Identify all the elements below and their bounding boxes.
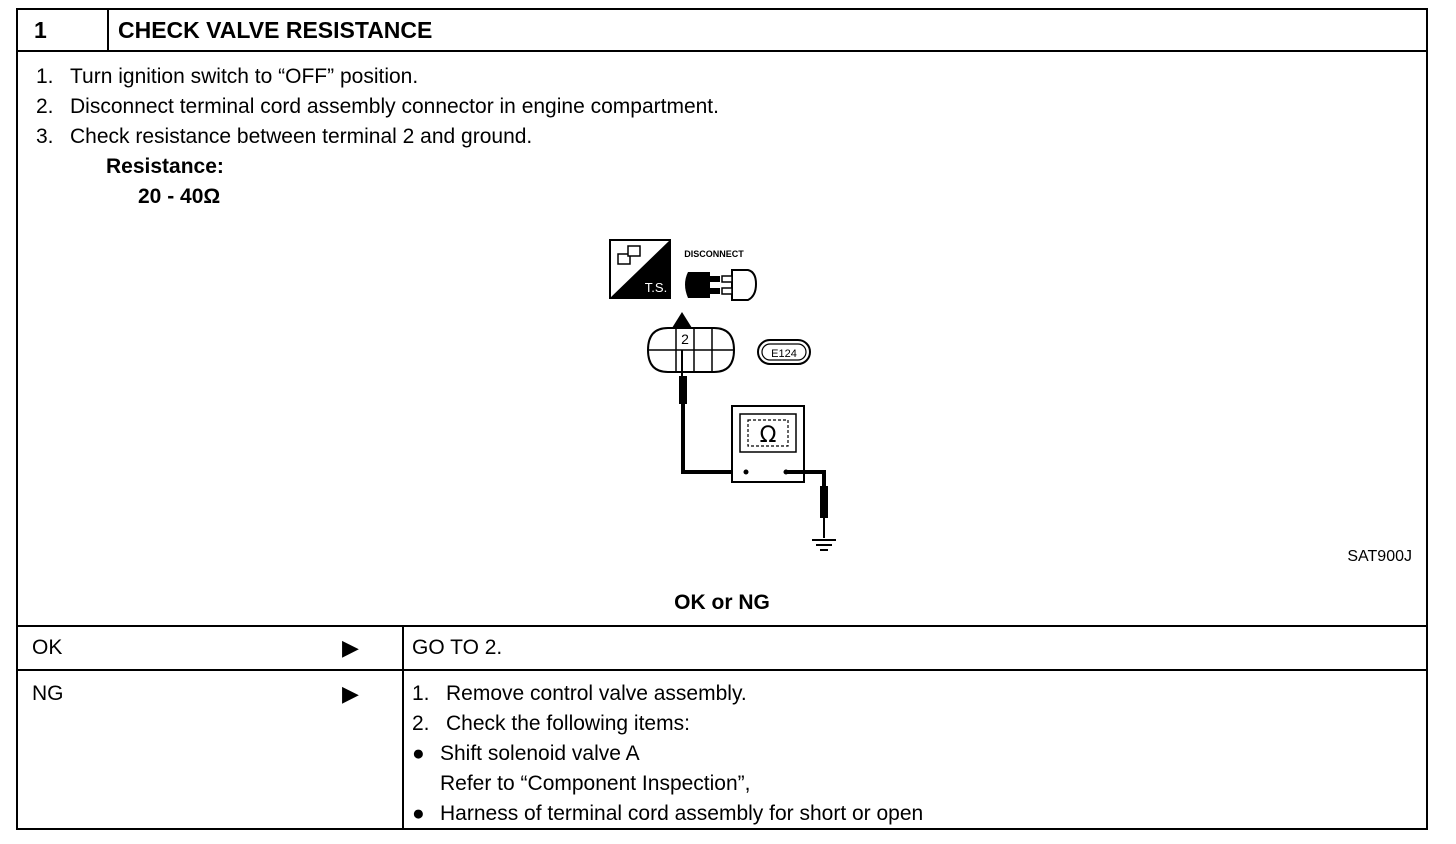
ng-action-item: Refer to “Component Inspection”, [412,769,923,799]
item-mark: 2. [412,712,430,735]
ng-action-item: ● Harness of terminal cord assembly for s… [412,799,923,829]
wiring-diagram: T.S. DISCONNECT 2 E124 [609,239,836,551]
ng-action-item: 2. Check the following items: [412,709,923,739]
bullet-icon: ● [412,802,425,825]
procedure-step: 1. Turn ignition switch to “OFF” position… [36,62,719,92]
step-num: 1. [36,65,54,88]
terminal-number: 2 [681,331,689,347]
procedure-step: 2. Disconnect terminal cord assembly conn… [36,92,719,122]
step-num: 2. [36,95,54,118]
disconnect-label: DISCONNECT [684,249,744,259]
ng-action-item: 1. Remove control valve assembly. [412,679,923,709]
ts-icon: T.S. [609,239,671,299]
ok-label: OK [32,636,63,659]
arrow-up-icon [672,312,692,328]
meter-symbol: Ω [760,423,777,448]
step-text: Turn ignition switch to “OFF” position. [70,65,419,88]
ohmmeter-icon: Ω [731,405,805,483]
step-text: Disconnect terminal cord assembly connec… [70,95,719,118]
ng-action-item: ● Shift solenoid valve A [412,739,923,769]
item-text: Check the following items: [446,712,690,735]
disconnect-icon: DISCONNECT [684,249,758,301]
probe-lead-terminal [679,350,734,474]
spec-label: Resistance: [106,155,224,178]
ng-action-list: 1. Remove control valve assembly. 2. Check… [412,679,923,829]
step-num: 3. [36,125,54,148]
ok-action: GO TO 2. [412,636,503,659]
result-table: OK ▶ GO TO 2. NG ▶ 1. Remove control valv… [18,625,1426,830]
step-text: Check resistance between terminal 2 and … [70,125,533,148]
ts-label: T.S. [645,280,667,295]
arrow-right-icon: ▶ [342,681,359,706]
inspection-frame: 1 CHECK VALVE RESISTANCE 1. Turn ignition… [16,8,1428,830]
table-divider [402,627,404,830]
item-text: Remove control valve assembly. [446,682,747,705]
step-number: 1 [18,10,109,50]
connector-id-badge: E124 [757,339,811,365]
ground-icon [812,539,836,551]
step-title: CHECK VALVE RESISTANCE [118,17,433,43]
item-text: Harness of terminal cord assembly for sh… [440,802,924,825]
figure-code: SAT900J [1347,548,1412,565]
item-text: Refer to “Component Inspection”, [440,772,751,795]
connector-id: E124 [771,348,797,360]
ok-or-ng-question: OK or NG [674,591,770,614]
ng-label: NG [32,682,64,705]
item-text: Shift solenoid valve A [440,742,640,765]
probe-lead-ground [786,470,828,538]
connector-icon: 2 [646,327,736,373]
procedure-step: 3. Check resistance between terminal 2 an… [36,122,719,152]
header-row: 1 CHECK VALVE RESISTANCE [18,10,1426,52]
item-mark: 1. [412,682,430,705]
table-row-divider [18,669,1426,671]
arrow-right-icon: ▶ [342,635,359,660]
spec-value: 20 - 40Ω [138,185,221,208]
procedure-steps: 1. Turn ignition switch to “OFF” position… [36,62,719,152]
bullet-icon: ● [412,742,425,765]
